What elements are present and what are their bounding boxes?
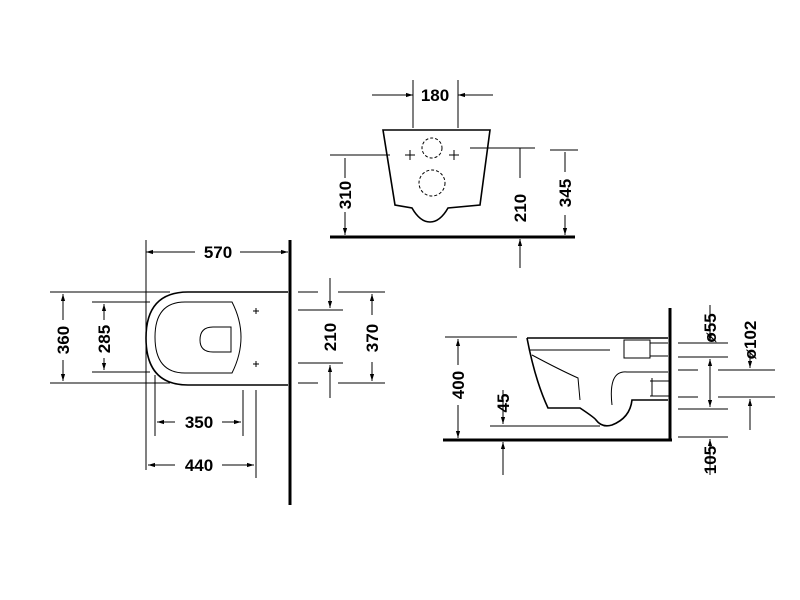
- bowl-front-outline: [382, 129, 491, 223]
- dim-400: 400: [449, 371, 468, 399]
- dim-360: 360: [54, 326, 73, 354]
- dim-440: 440: [185, 456, 213, 475]
- dim-210-plan: 210: [321, 323, 340, 351]
- dim-370: 370: [363, 324, 382, 352]
- inlet-circle: [421, 137, 443, 159]
- dim-diameter-55: ø55: [701, 313, 720, 342]
- dim-345: 345: [556, 179, 575, 207]
- bowl-side-outline: [526, 337, 668, 427]
- dim-285: 285: [95, 325, 114, 353]
- seat-outline: [154, 301, 242, 374]
- dim-210-front: 210: [511, 194, 530, 222]
- dim-105: 105: [701, 446, 720, 474]
- outlet-circle: [418, 169, 446, 197]
- dim-570: 570: [204, 243, 232, 262]
- dim-180: 180: [421, 86, 449, 105]
- plan-view: 570 360 285 350 440 210 370: [50, 240, 385, 505]
- dim-diameter-102: ø102: [741, 321, 760, 360]
- dim-350: 350: [185, 413, 213, 432]
- dim-310: 310: [336, 181, 355, 209]
- side-view: 400 45 ø55 ø102 105: [443, 305, 775, 475]
- dim-45: 45: [494, 394, 513, 413]
- front-view: 180 310 210 345: [330, 80, 578, 268]
